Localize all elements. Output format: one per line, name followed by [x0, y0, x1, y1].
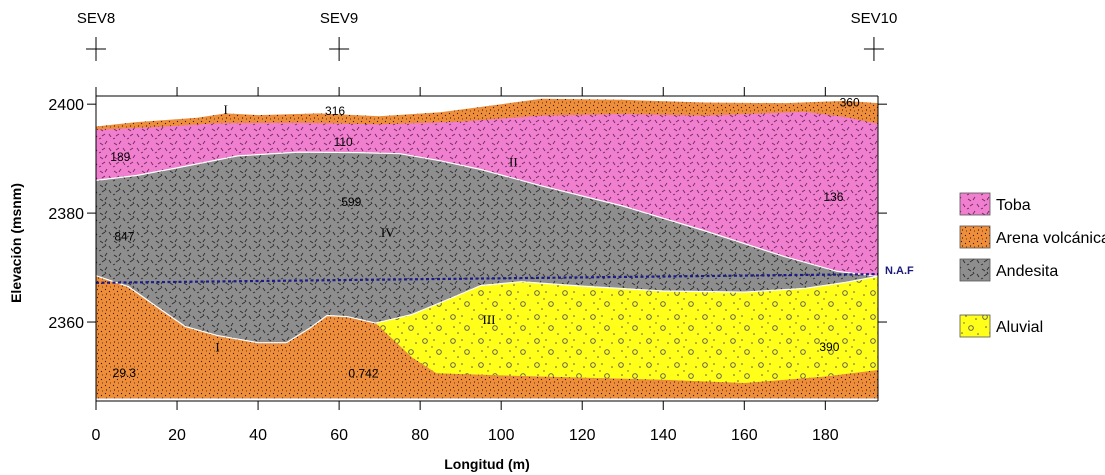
legend-label-aluvial: Aluvial [996, 319, 1043, 336]
legend-label-toba: Toba [996, 197, 1031, 214]
geoelectric-unit-label: II [509, 154, 518, 169]
sev-label: SEV8 [77, 10, 115, 27]
geoelectric-unit-label: I [223, 102, 227, 117]
x-tick-label: 100 [488, 427, 515, 444]
boundary-andesita-top [95, 151, 879, 277]
x-tick-label: 20 [168, 427, 186, 444]
plot-frame: 0 20 40 60 80 100 120 140 160 180 2400 2380 2360 [48, 87, 887, 444]
naf-label: N.A.F [885, 265, 914, 277]
y-tick-label: 2400 [48, 97, 84, 114]
sev-label: SEV9 [320, 10, 358, 27]
legend-swatch-arena [959, 225, 991, 249]
boundary-aluvial-top [375, 275, 879, 324]
resistivity-value-label: 110 [334, 135, 353, 149]
resistivity-value-label: 316 [325, 104, 345, 118]
x-tick-label: 120 [569, 427, 596, 444]
y-tick-label: 2360 [48, 315, 84, 332]
geoelectric-unit-label: IV [381, 225, 395, 240]
x-tick-label: 40 [249, 427, 267, 444]
y-axis-title: Elevación (msnm) [8, 183, 24, 303]
layer-aluvial [375, 276, 878, 383]
stratigraphic-layers [95, 98, 879, 399]
naf-water-table-line [95, 272, 879, 284]
x-tick-label: 0 [92, 427, 101, 444]
x-tick-label: 180 [812, 427, 839, 444]
x-axis-title: Longitud (m) [444, 456, 530, 472]
geoelectric-unit-label: I [215, 339, 219, 354]
resistivity-value-label: 847 [114, 229, 134, 243]
boundary-lower-arena-top [95, 275, 376, 344]
legend-swatch-toba [959, 192, 991, 216]
y-tick-label: 2380 [48, 206, 84, 223]
x-tick-label: 60 [330, 427, 348, 444]
resistivity-value-label: 29.3 [113, 366, 137, 380]
sev-label: SEV10 [851, 10, 898, 27]
resistivity-value-label: 0.742 [348, 367, 378, 381]
resistivity-value-label: 136 [823, 190, 843, 204]
legend-swatch-aluvial [959, 314, 991, 338]
resistivity-value-label: 189 [110, 150, 130, 164]
resistivity-value-label: 599 [341, 195, 361, 209]
geoelectric-unit-label: III [483, 312, 496, 327]
legend-label-andesita: Andesita [996, 263, 1058, 280]
x-tick-label: 160 [731, 427, 758, 444]
resistivity-value-label: 390 [819, 340, 839, 354]
legend: Toba Arena volcánica Andesita Aluvial [959, 192, 1105, 338]
resistivity-value-label: 360 [840, 95, 860, 109]
legend-swatch-andesita [959, 258, 991, 282]
x-tick-label: 140 [650, 427, 677, 444]
sev-sounding-markers: SEV8 SEV9 SEV10 [77, 10, 897, 61]
legend-label-arena: Arena volcánica [996, 230, 1105, 247]
x-tick-label: 80 [411, 427, 429, 444]
